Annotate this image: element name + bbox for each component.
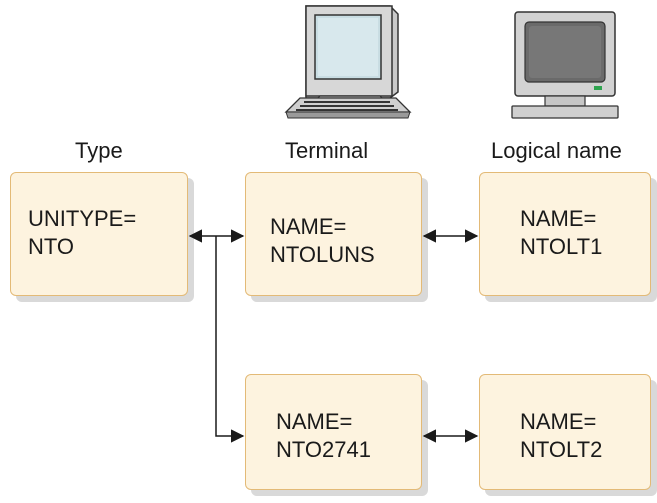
terminal-2-line2: NTO2741 — [276, 437, 371, 462]
terminal-1-line1: NAME= — [270, 214, 347, 239]
column-label-type: Type — [75, 138, 123, 163]
terminal-2-line1: NAME= — [276, 409, 353, 434]
unitype-text: UNITYPE= NTO — [28, 205, 136, 261]
terminal-1-text: NAME= NTOLUNS — [270, 213, 375, 269]
logical-2-line2: NTOLT2 — [520, 437, 603, 462]
logical-2-line1: NAME= — [520, 409, 597, 434]
logical-2-text: NAME= NTOLT2 — [520, 408, 602, 464]
desktop-computer-icon — [284, 5, 412, 119]
unitype-line1: UNITYPE= — [28, 206, 137, 231]
logical-1-line1: NAME= — [520, 206, 597, 231]
terminal-box-2 — [245, 374, 422, 490]
terminal-box-1 — [245, 172, 422, 296]
terminal-2-text: NAME= NTO2741 — [276, 408, 371, 464]
column-label-logical-name: Logical name — [491, 138, 622, 163]
connector-unitype-terminal2 — [215, 236, 245, 443]
terminal-1-line2: NTOLUNS — [270, 242, 375, 267]
logical-1-text: NAME= NTOLT1 — [520, 205, 602, 261]
monitor-icon — [511, 11, 619, 119]
logical-box-1 — [479, 172, 651, 296]
logical-box-2 — [479, 374, 651, 490]
column-label-terminal: Terminal — [285, 138, 369, 163]
unitype-line2: NTO — [28, 234, 75, 259]
unitype-box — [10, 172, 188, 296]
logical-1-line2: NTOLT1 — [520, 234, 603, 259]
